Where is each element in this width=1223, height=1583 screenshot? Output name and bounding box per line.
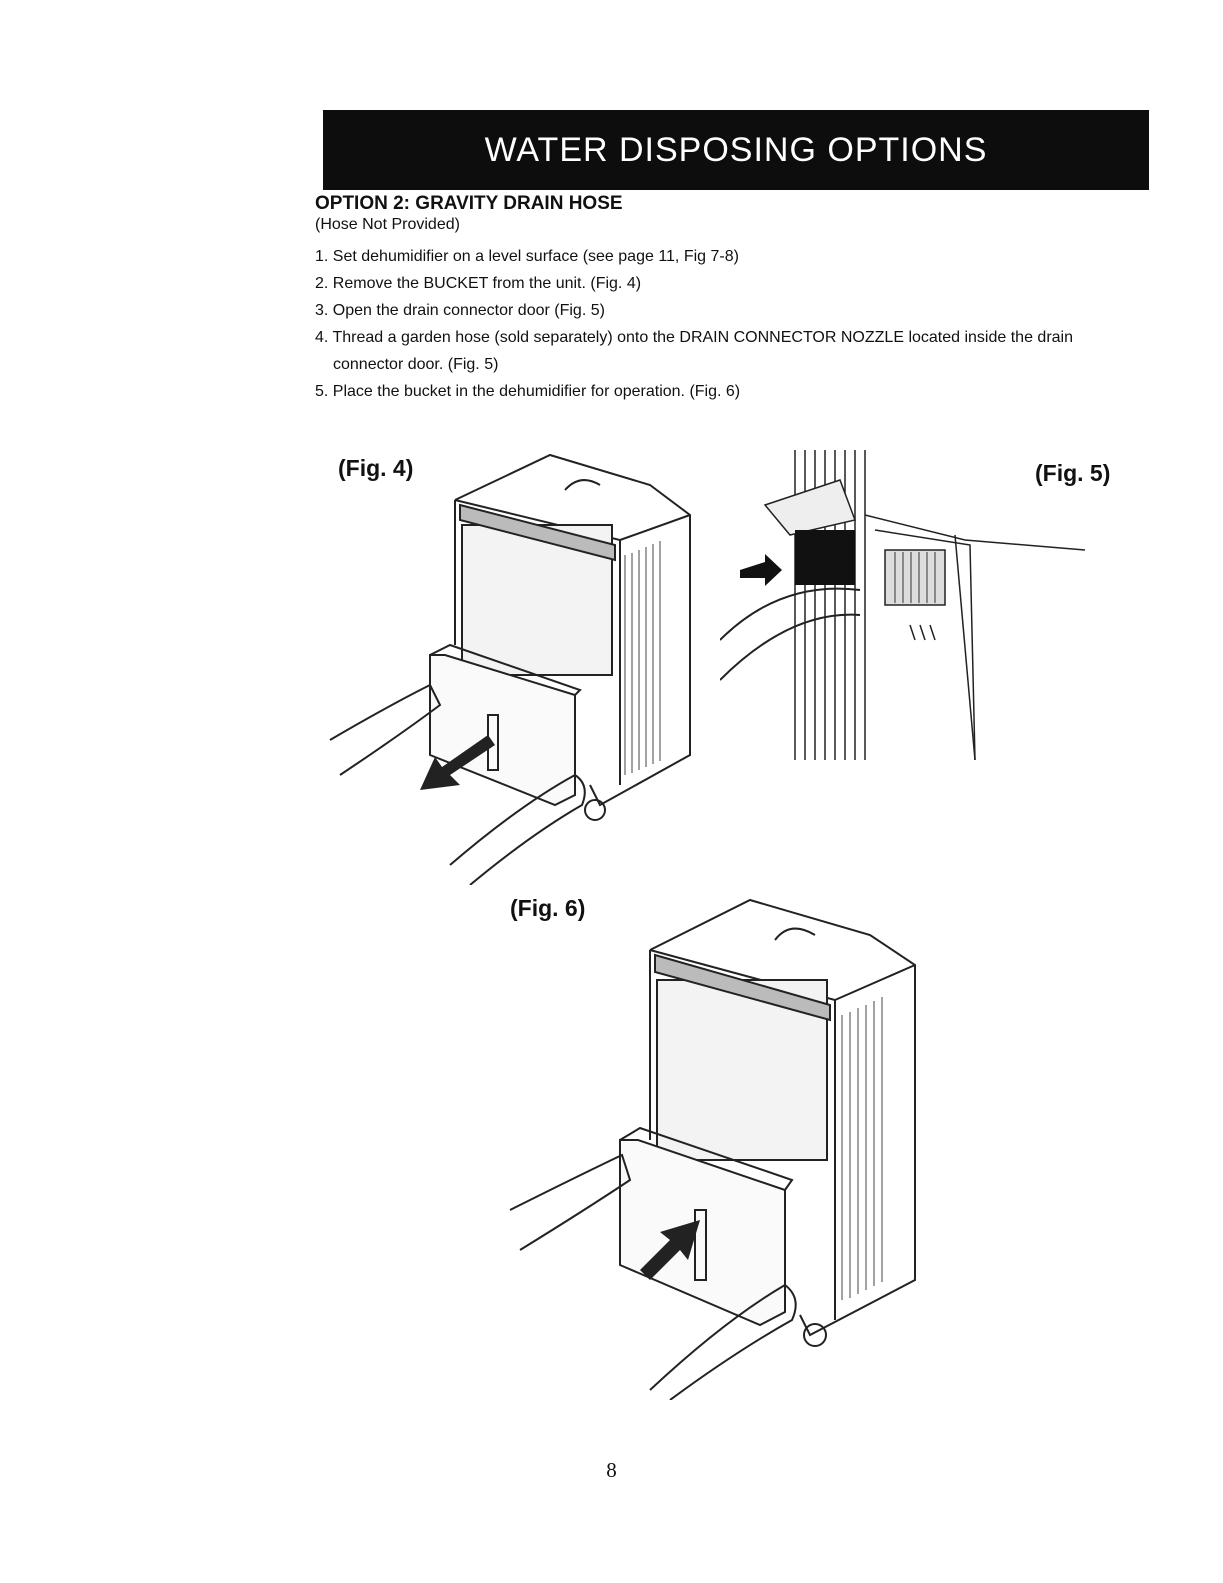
step-3: 3. Open the drain connector door (Fig. 5… [315,302,605,319]
fig-6-label: (Fig. 6) [510,895,586,921]
page-number: 8 [606,1458,617,1482]
fig-6-dehumidifier-insert-bucket-illustration [509,898,916,1400]
instruction-steps: 1. Set dehumidifier on a level surface (… [315,243,1115,405]
banner-title: WATER DISPOSING OPTIONS [484,130,988,169]
step-2: 2. Remove the BUCKET from the unit. (Fig… [315,275,642,292]
hose-note: (Hose Not Provided) [315,216,460,233]
fig-5-drain-connector-illustration [720,450,1086,761]
step-1: 1. Set dehumidifier on a level surface (… [315,248,739,265]
section-banner: WATER DISPOSING OPTIONS [323,110,1149,190]
fig-4-dehumidifier-remove-bucket-illustration [329,453,691,885]
step-5: 5. Place the bucket in the dehumidifier … [315,383,741,400]
step-4: 4. Thread a garden hose (sold separately… [315,329,1073,373]
fig-4-label: (Fig. 4) [338,455,414,481]
fig-5-label: (Fig. 5) [1035,460,1111,486]
option-title: OPTION 2: GRAVITY DRAIN HOSE [315,193,623,214]
